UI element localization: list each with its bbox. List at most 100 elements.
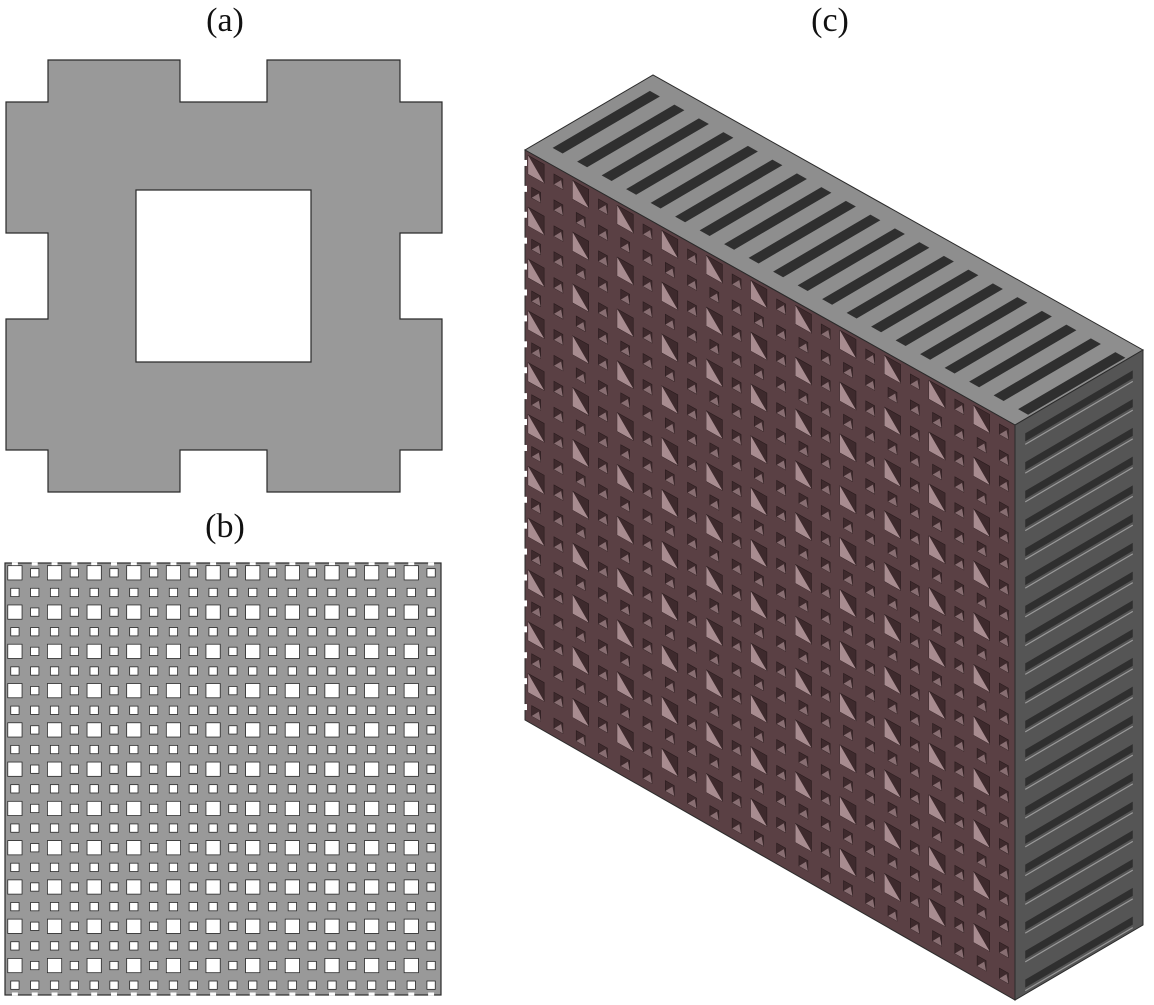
- lattice-hole: [109, 764, 119, 774]
- front-hole-wall: [598, 645, 608, 655]
- lattice-hole: [49, 705, 60, 715]
- lattice-hole: [109, 941, 119, 951]
- front-hole-wall: [798, 861, 808, 871]
- front-hole-wall: [531, 659, 541, 670]
- top-slot: [1018, 352, 1126, 415]
- front-hole-wall: [776, 538, 786, 548]
- front-hole-wall: [798, 550, 808, 561]
- side-slot-highlight: [1024, 467, 1134, 532]
- front-hole-wall: [732, 642, 742, 653]
- edge-notch: [348, 992, 355, 996]
- front-hole-wall: [910, 406, 920, 416]
- front-hole-wall: [954, 664, 964, 674]
- front-hole-wall: [973, 768, 990, 796]
- lattice-hole: [126, 683, 142, 699]
- front-edge-notch: [523, 652, 527, 659]
- lattice-hole: [49, 627, 60, 637]
- front-hole-wall: [999, 637, 1009, 647]
- edge-notch: [51, 562, 58, 566]
- lattice-hole: [327, 587, 337, 598]
- front-hole-wall: [553, 439, 563, 449]
- lattice-hole: [347, 960, 357, 971]
- lattice-hole: [228, 705, 238, 715]
- front-hole-wall: [932, 677, 942, 687]
- lattice-hole: [188, 941, 198, 951]
- front-hole-wall: [999, 870, 1009, 880]
- front-hole-wall: [620, 398, 630, 409]
- lattice-hole: [228, 843, 238, 853]
- lattice-hole: [347, 587, 357, 598]
- lattice-hole: [267, 764, 278, 774]
- front-edge-notch: [523, 159, 527, 166]
- front-hole-wall: [843, 420, 853, 430]
- lattice-hole: [245, 918, 261, 934]
- front-hole-wall: [665, 423, 675, 434]
- front-hole-wall: [999, 741, 1009, 751]
- edge-notch: [229, 992, 236, 996]
- front-hole-wall: [732, 383, 742, 394]
- front-hole-wall: [553, 465, 563, 475]
- lattice-hole: [188, 960, 198, 971]
- front-hole-wall: [553, 231, 563, 242]
- front-hole-wall: [999, 611, 1009, 621]
- front-hole-wall: [865, 355, 875, 365]
- front-hole-wall: [973, 871, 990, 900]
- front-hole-wall: [932, 884, 942, 895]
- front-hole-wall: [888, 600, 897, 611]
- lattice-hole: [208, 627, 218, 637]
- lattice-hole: [248, 587, 258, 598]
- lattice-hole: [426, 705, 436, 715]
- lattice-hole: [307, 607, 317, 617]
- lattice-hole: [245, 958, 261, 974]
- front-hole-wall: [572, 180, 589, 209]
- front-hole-wall: [553, 309, 563, 319]
- lattice-hole: [406, 823, 416, 833]
- lattice-hole: [188, 980, 198, 990]
- lattice-hole: [188, 686, 198, 696]
- front-hole-wall: [687, 669, 697, 679]
- front-hole-wall: [617, 360, 634, 389]
- lattice-hole: [129, 705, 139, 715]
- front-hole-wall: [795, 719, 812, 748]
- front-hole-wall: [643, 385, 652, 395]
- side-slot: [1025, 772, 1133, 844]
- lattice-hole: [149, 980, 159, 990]
- front-hole-wall: [617, 723, 634, 752]
- front-hole-wall: [665, 786, 675, 796]
- lattice-hole: [245, 800, 261, 816]
- front-hole-wall: [821, 744, 831, 754]
- front-hole-wall: [620, 658, 630, 668]
- lattice-hole: [86, 761, 102, 777]
- front-hole-wall: [572, 335, 589, 364]
- front-hole-wall: [932, 470, 942, 480]
- lattice-hole: [69, 744, 79, 755]
- front-hole-wall: [884, 459, 901, 487]
- lattice-hole: [208, 902, 218, 912]
- front-hole-wall: [821, 589, 831, 599]
- lattice-hole: [30, 686, 40, 696]
- lattice-hole: [347, 843, 357, 853]
- lattice-hole: [327, 627, 337, 637]
- front-edge-notch: [523, 237, 527, 244]
- lattice-hole: [89, 784, 99, 794]
- lattice-hole: [426, 980, 436, 990]
- front-hole-wall: [732, 357, 742, 368]
- side-slot: [1025, 571, 1133, 643]
- lattice-hole: [126, 565, 142, 581]
- lattice-hole: [30, 960, 40, 971]
- front-hole-wall: [973, 716, 990, 744]
- front-hole-wall: [665, 631, 675, 641]
- front-edge-notch: [523, 289, 527, 296]
- front-hole-wall: [732, 746, 742, 756]
- lattice-hole: [367, 862, 377, 872]
- lattice-hole: [284, 722, 300, 738]
- top-slot: [871, 269, 979, 333]
- front-edge-notch: [523, 315, 527, 322]
- front-hole-wall: [576, 270, 586, 280]
- lattice-hole: [208, 705, 218, 715]
- lattice-hole: [307, 803, 317, 814]
- front-hole-wall: [732, 513, 742, 523]
- edge-notch: [31, 992, 38, 996]
- front-hole-wall: [553, 387, 563, 397]
- front-edge-notch: [523, 496, 527, 503]
